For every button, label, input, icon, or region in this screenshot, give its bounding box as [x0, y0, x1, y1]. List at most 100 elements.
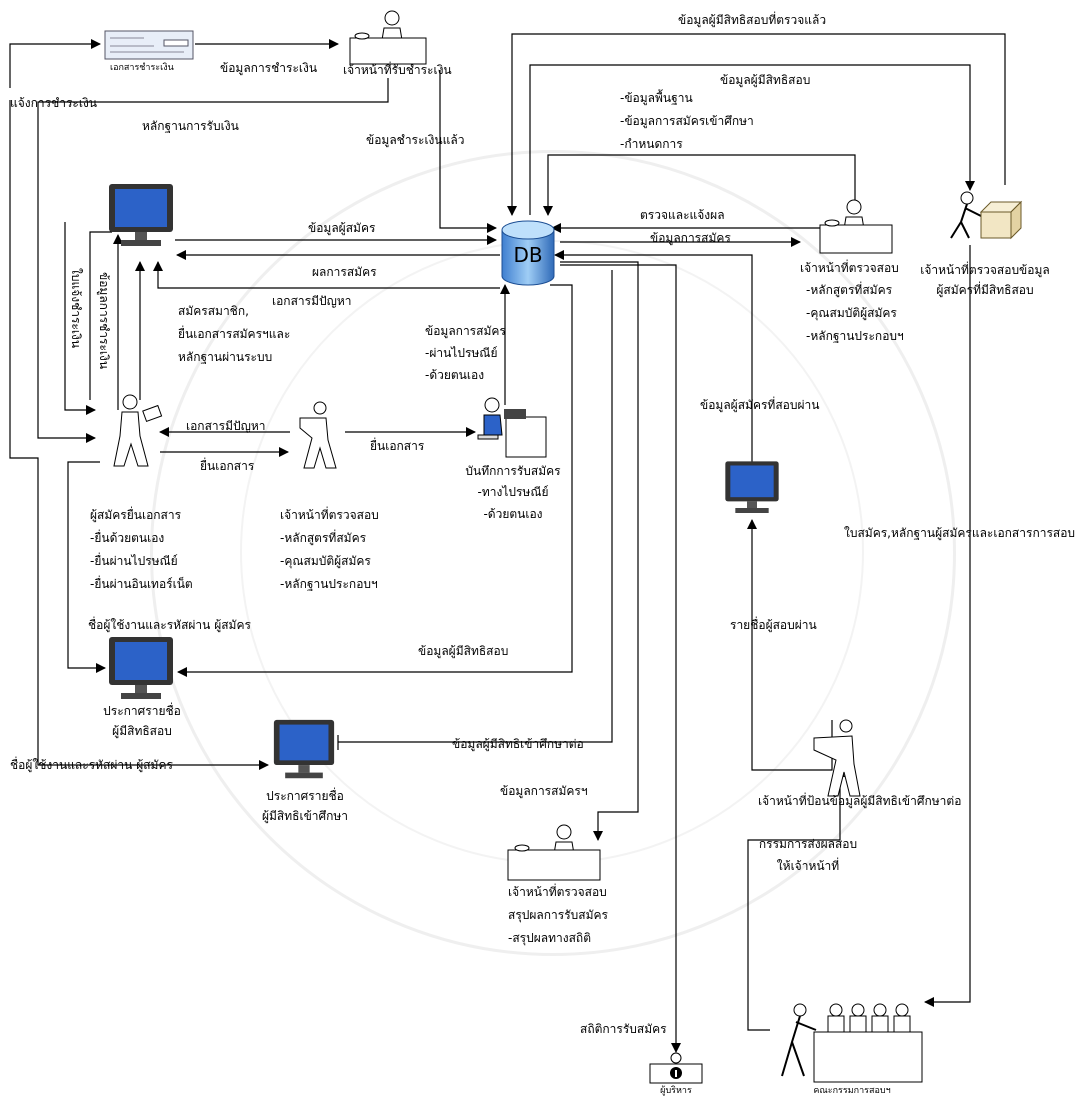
- label-applicant-info: ข้อมูลผู้สมัคร: [308, 221, 376, 235]
- check-officer-mid-item-3: -หลักฐานประกอบฯ: [280, 577, 378, 591]
- label-eligible-item-1: -ข้อมูลพื้นฐาน: [620, 91, 693, 105]
- label-check-notify: ตรวจและแจ้งผล: [640, 208, 725, 222]
- label-submit-left: ยื่นเอกสาร: [200, 459, 255, 473]
- check-officer-desk-icon: [816, 195, 896, 259]
- label-committee-send-1: กรรมการส่งผลสอบ: [758, 837, 858, 851]
- label-application-info-mid-2: -ผ่านไปรษณีย์: [425, 346, 498, 360]
- payment-officer-desk-icon: [340, 8, 430, 70]
- label-application-info-right: ข้อมูลการสมัคร: [650, 231, 731, 245]
- label-checked-eligible: ข้อมูลผู้มีสิทธิสอบที่ตรวจแล้ว: [678, 13, 827, 27]
- flow-paid-info: [439, 70, 497, 233]
- summary-officer-desk-icon: [504, 820, 604, 886]
- db-label: DB: [513, 243, 543, 267]
- record-application-desk-icon: [470, 395, 550, 464]
- flow-problem-docs-top: [153, 261, 500, 289]
- computer-icon-announce-eligible: [105, 635, 177, 707]
- flow-check-staff: [543, 154, 856, 216]
- flow-computer-down: [64, 222, 96, 415]
- record-application-label: บันทึกการรับสมัคร: [465, 464, 561, 478]
- label-register-2: ยื่นเอกสารสมัครฯและ: [178, 327, 291, 341]
- flow-eligible-bottom: [177, 284, 573, 677]
- eligibility-officer-box-icon: [945, 190, 1025, 254]
- applicant-submit-item-3: -ยื่นผ่านอินเทอร์เน็ต: [90, 577, 193, 591]
- announce-study-label-2: ผู้มีสิทธิเข้าศึกษา: [261, 809, 349, 823]
- label-eligible-info: ข้อมูลผู้มีสิทธิสอบ: [720, 73, 811, 87]
- label-application-info-mid-1: ข้อมูลการสมัคร: [425, 324, 506, 338]
- label-notify-payment: แจ้งการชำระเงิน: [10, 96, 98, 110]
- label-problem-docs-top: เอกสารมีปัญหา: [272, 294, 352, 308]
- committee-table-icon: [778, 1000, 926, 1088]
- applicant-walking-icon: [96, 392, 166, 474]
- flow-checked-eligible: [507, 33, 1006, 216]
- flow-username-1: [67, 461, 106, 673]
- check-officer-mid-label: เจ้าหน้าที่ตรวจสอบ: [280, 508, 379, 522]
- label-application-stats: สถิติการรับสมัคร: [580, 1022, 667, 1036]
- label-register-1: สมัครสมาชิก,: [178, 304, 249, 318]
- eligibility-officer-label-1: เจ้าหน้าที่ตรวจสอบข้อมูล: [920, 263, 1050, 277]
- label-eligible-item-2: -ข้อมูลการสมัครเข้าศึกษา: [620, 114, 754, 128]
- applicant-submit-item-1: -ยื่นด้วยตนเอง: [90, 531, 165, 545]
- check-officer-mid-item-2: -คุณสมบัติผู้สมัคร: [280, 554, 371, 568]
- database-node: DB: [498, 218, 558, 288]
- label-username-2: ชื่อผู้ใช้งานและรหัสผ่าน ผู้สมัคร: [10, 758, 173, 772]
- label-problem-docs: เอกสารมีปัญหา: [186, 419, 266, 433]
- flow-form-exam: [924, 245, 971, 1007]
- label-application-info-bottom: ข้อมูลการสมัครฯ: [500, 784, 588, 798]
- label-payment-data-vertical: ข้อมูลการชำระเงิน: [97, 272, 111, 370]
- announce-study-label-1: ประกาศรายชื่อ: [266, 789, 344, 803]
- summary-officer-label-2: สรุปผลการรับสมัคร: [508, 908, 608, 922]
- label-committee-send-2: ให้เจ้าหน้าที่: [776, 859, 840, 873]
- label-payment-info: ข้อมูลการชำระเงิน: [220, 61, 318, 75]
- label-application-result: ผลการสมัคร: [312, 265, 377, 279]
- check-officer-top-label: เจ้าหน้าที่ตรวจสอบ: [800, 261, 899, 275]
- flow-receipt-proof: [37, 78, 389, 443]
- check-officer-top-item-3: -หลักฐานประกอบฯ: [806, 329, 904, 343]
- flow-eligible-info: [529, 64, 975, 215]
- summary-officer-label-3: -สรุปผลทางสถิติ: [508, 931, 591, 945]
- label-study-eligible: ข้อมูลผู้มีสิทธิเข้าศึกษาต่อ: [452, 737, 584, 751]
- computer-icon-passed: [722, 458, 782, 522]
- label-paid-info: ข้อมูลชำระเงินแล้ว: [366, 133, 465, 147]
- executive-desk-icon: [648, 1052, 704, 1088]
- computer-icon-announce-study: [270, 718, 338, 786]
- flow-payment-slip: [89, 231, 112, 400]
- input-officer-walking-icon: [808, 718, 868, 804]
- committee-label: คณะกรรมการสอบฯ: [813, 1086, 891, 1096]
- label-application-info-mid-3: -ด้วยตนเอง: [425, 368, 485, 382]
- check-officer-top-item-2: -คุณสมบัติผู้สมัคร: [806, 306, 897, 320]
- flow-notify-payment: [9, 39, 101, 88]
- label-passed-list: รายชื่อผู้สอบผ่าน: [730, 618, 817, 632]
- announce-eligible-label-2: ผู้มีสิทธิสอบ: [112, 724, 172, 738]
- applicant-submit-item-2: -ยื่นผ่านไปรษณีย์: [90, 554, 178, 568]
- payment-document-label: เอกสารชำระเงิน: [110, 63, 174, 73]
- label-payment-slip: ใบแจ้งชำระเงิน: [69, 268, 83, 349]
- computer-icon-applicant: [105, 182, 177, 254]
- executive-label: ผู้บริหาร: [660, 1086, 692, 1096]
- officer-walking-icon: [290, 400, 350, 476]
- input-officer-label: เจ้าหน้าที่ป้อนข้อมูลผู้มีสิทธิเข้าศึกษา…: [758, 794, 962, 808]
- label-username-1: ชื่อผู้ใช้งานและรหัสผ่าน ผู้สมัคร: [88, 618, 251, 632]
- check-officer-mid-item-1: -หลักสูตรที่สมัคร: [280, 531, 367, 545]
- flow-passed-info: [554, 250, 753, 465]
- label-passed-info: ข้อมูลผู้สมัครที่สอบผ่าน: [700, 398, 820, 412]
- payment-officer-label: เจ้าหน้าที่รับชำระเงิน: [343, 63, 452, 77]
- applicant-submit-label: ผู้สมัครยื่นเอกสาร: [90, 508, 182, 522]
- university-seal-watermark: [150, 150, 956, 956]
- flow-study-eligible: [338, 270, 613, 743]
- check-officer-top-item-1: -หลักสูตรที่สมัคร: [806, 283, 893, 297]
- flow-application-info-bottom: [560, 261, 639, 841]
- announce-eligible-label-1: ประกาศรายชื่อ: [103, 704, 181, 718]
- record-application-item-1: -ทางไปรษณีย์: [477, 485, 549, 499]
- payment-document-icon: [104, 30, 194, 64]
- flow-committee-send: [747, 767, 845, 1031]
- label-eligible-bottom: ข้อมูลผู้มีสิทธิสอบ: [418, 644, 509, 658]
- eligibility-officer-label-2: ผู้สมัครที่มีสิทธิสอบ: [936, 283, 1034, 297]
- summary-officer-label-1: เจ้าหน้าที่ตรวจสอบ: [508, 885, 607, 899]
- label-form-exam: ใบสมัคร,หลักฐานผู้สมัครและเอกสารการสอบ: [844, 526, 1076, 540]
- label-receipt-proof: หลักฐานการรับเงิน: [142, 119, 239, 133]
- label-submit-right: ยื่นเอกสาร: [370, 439, 425, 453]
- flow-stats: [560, 264, 681, 1053]
- flow-username-2: [9, 100, 269, 770]
